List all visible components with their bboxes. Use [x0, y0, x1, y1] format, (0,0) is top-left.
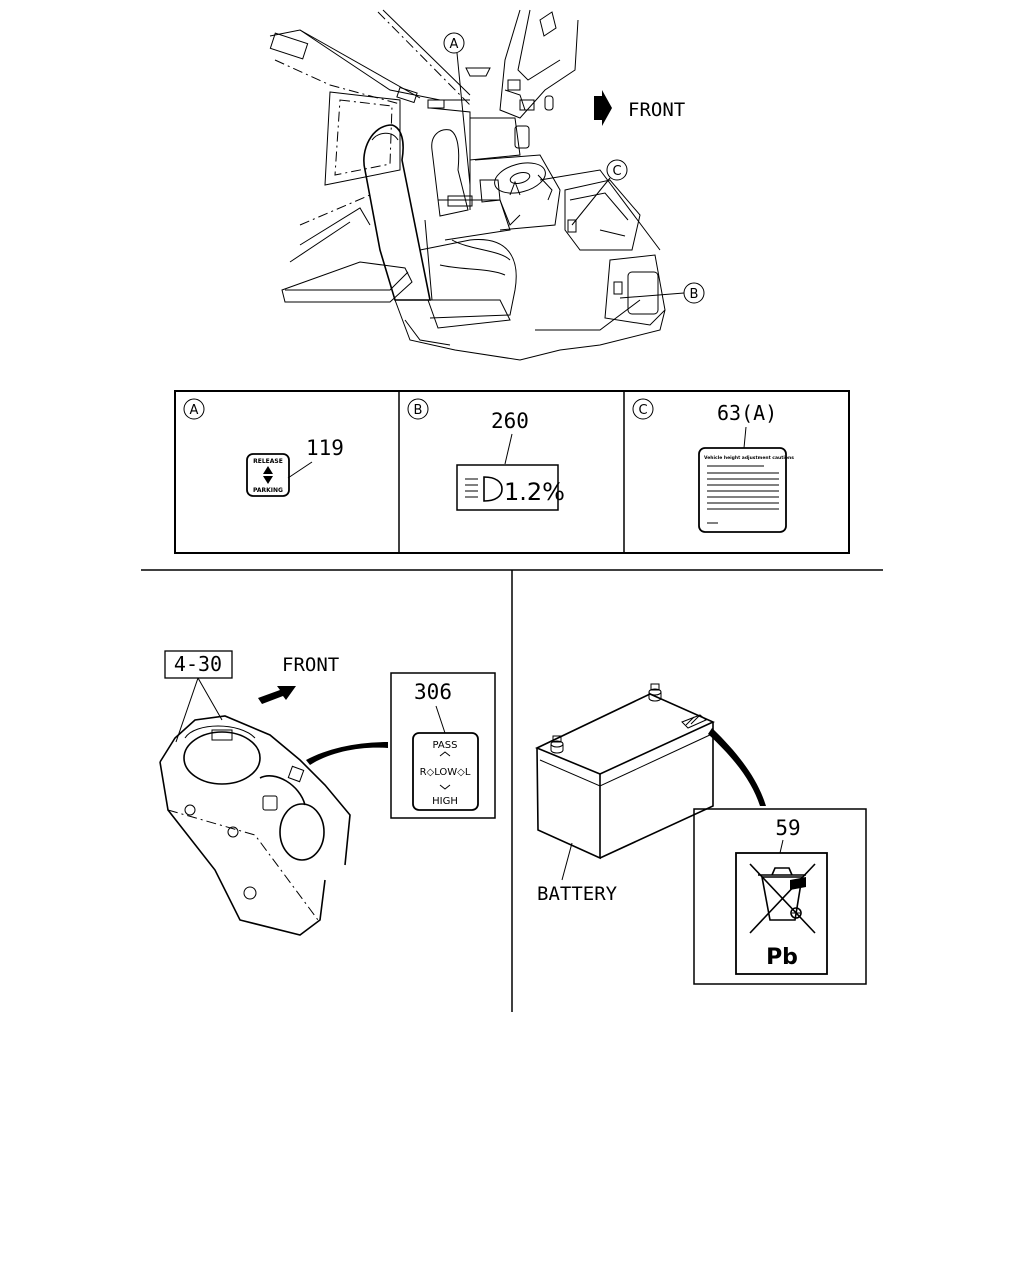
height-caution-label	[698, 447, 787, 533]
label-cell-a: A 119 RELEASE PARKING	[183, 398, 344, 497]
label-table: A 119 RELEASE PARKING B 260 1.2%	[174, 390, 850, 554]
cab-interior-illustration: FRONT A C B	[269, 9, 705, 361]
dimmer-label-bottom: HIGH	[432, 796, 458, 807]
cell-a-part-number: 119	[306, 436, 344, 460]
parking-brake-label	[246, 453, 290, 497]
caution-text-lines	[707, 465, 779, 524]
switch-front-label: FRONT	[282, 654, 339, 676]
cell-a-letter: A	[190, 403, 199, 418]
cab-front-label: FRONT	[628, 99, 685, 121]
arrow-down-icon	[263, 476, 273, 484]
label-cell-b: B 260 1.2%	[407, 398, 565, 511]
headlamp-icon	[465, 476, 503, 502]
dimmer-label-top: PASS	[433, 740, 458, 751]
battery-label-box	[693, 808, 867, 985]
recycle-label	[735, 852, 828, 975]
cell-b-letter: B	[414, 403, 423, 418]
combination-switch-illustration	[159, 715, 388, 936]
dimmer-switch-label	[412, 732, 479, 811]
arrow-up-icon	[263, 466, 273, 474]
lead-symbol: Pb	[766, 945, 798, 970]
switch-label-box	[390, 672, 496, 819]
battery-section: BATTERY 59 Pb	[535, 683, 867, 985]
cab-callout-c: C	[612, 164, 621, 179]
leveling-percent: 1.2%	[504, 478, 565, 506]
switch-part-number: 306	[414, 680, 452, 704]
callout-a-circle	[443, 32, 465, 54]
switch-reference: 4-30	[174, 652, 222, 676]
cell-c-part-number: 63(A)	[717, 401, 777, 425]
caution-label-header: Vehicle height adjustment cautions	[704, 455, 794, 461]
cab-callout-b: B	[690, 287, 699, 302]
crossed-bin-icon	[749, 863, 816, 934]
label-cell-c: C 63(A) Vehicle height adjustment cautio…	[632, 398, 794, 533]
dimmer-label-middle: R◇LOW◇L	[420, 767, 471, 778]
cab-callout-a: A	[450, 37, 459, 52]
battery-part-number: 59	[775, 816, 800, 840]
parking-label-top: RELEASE	[253, 458, 283, 465]
headlamp-leveling-label	[456, 464, 559, 511]
cell-b-part-number: 260	[491, 409, 529, 433]
front-arrow-icon	[258, 686, 296, 704]
callout-c-circle	[606, 159, 628, 181]
parking-label-bottom: PARKING	[253, 487, 283, 494]
switch-section: 4-30 FRONT 306 PASS R◇LOW◇L HI	[159, 650, 496, 936]
battery-label: BATTERY	[537, 883, 618, 905]
chevron-down-icon	[439, 784, 451, 790]
battery-illustration	[535, 683, 766, 860]
cell-c-letter: C	[638, 403, 647, 418]
chevron-up-icon	[439, 751, 451, 757]
